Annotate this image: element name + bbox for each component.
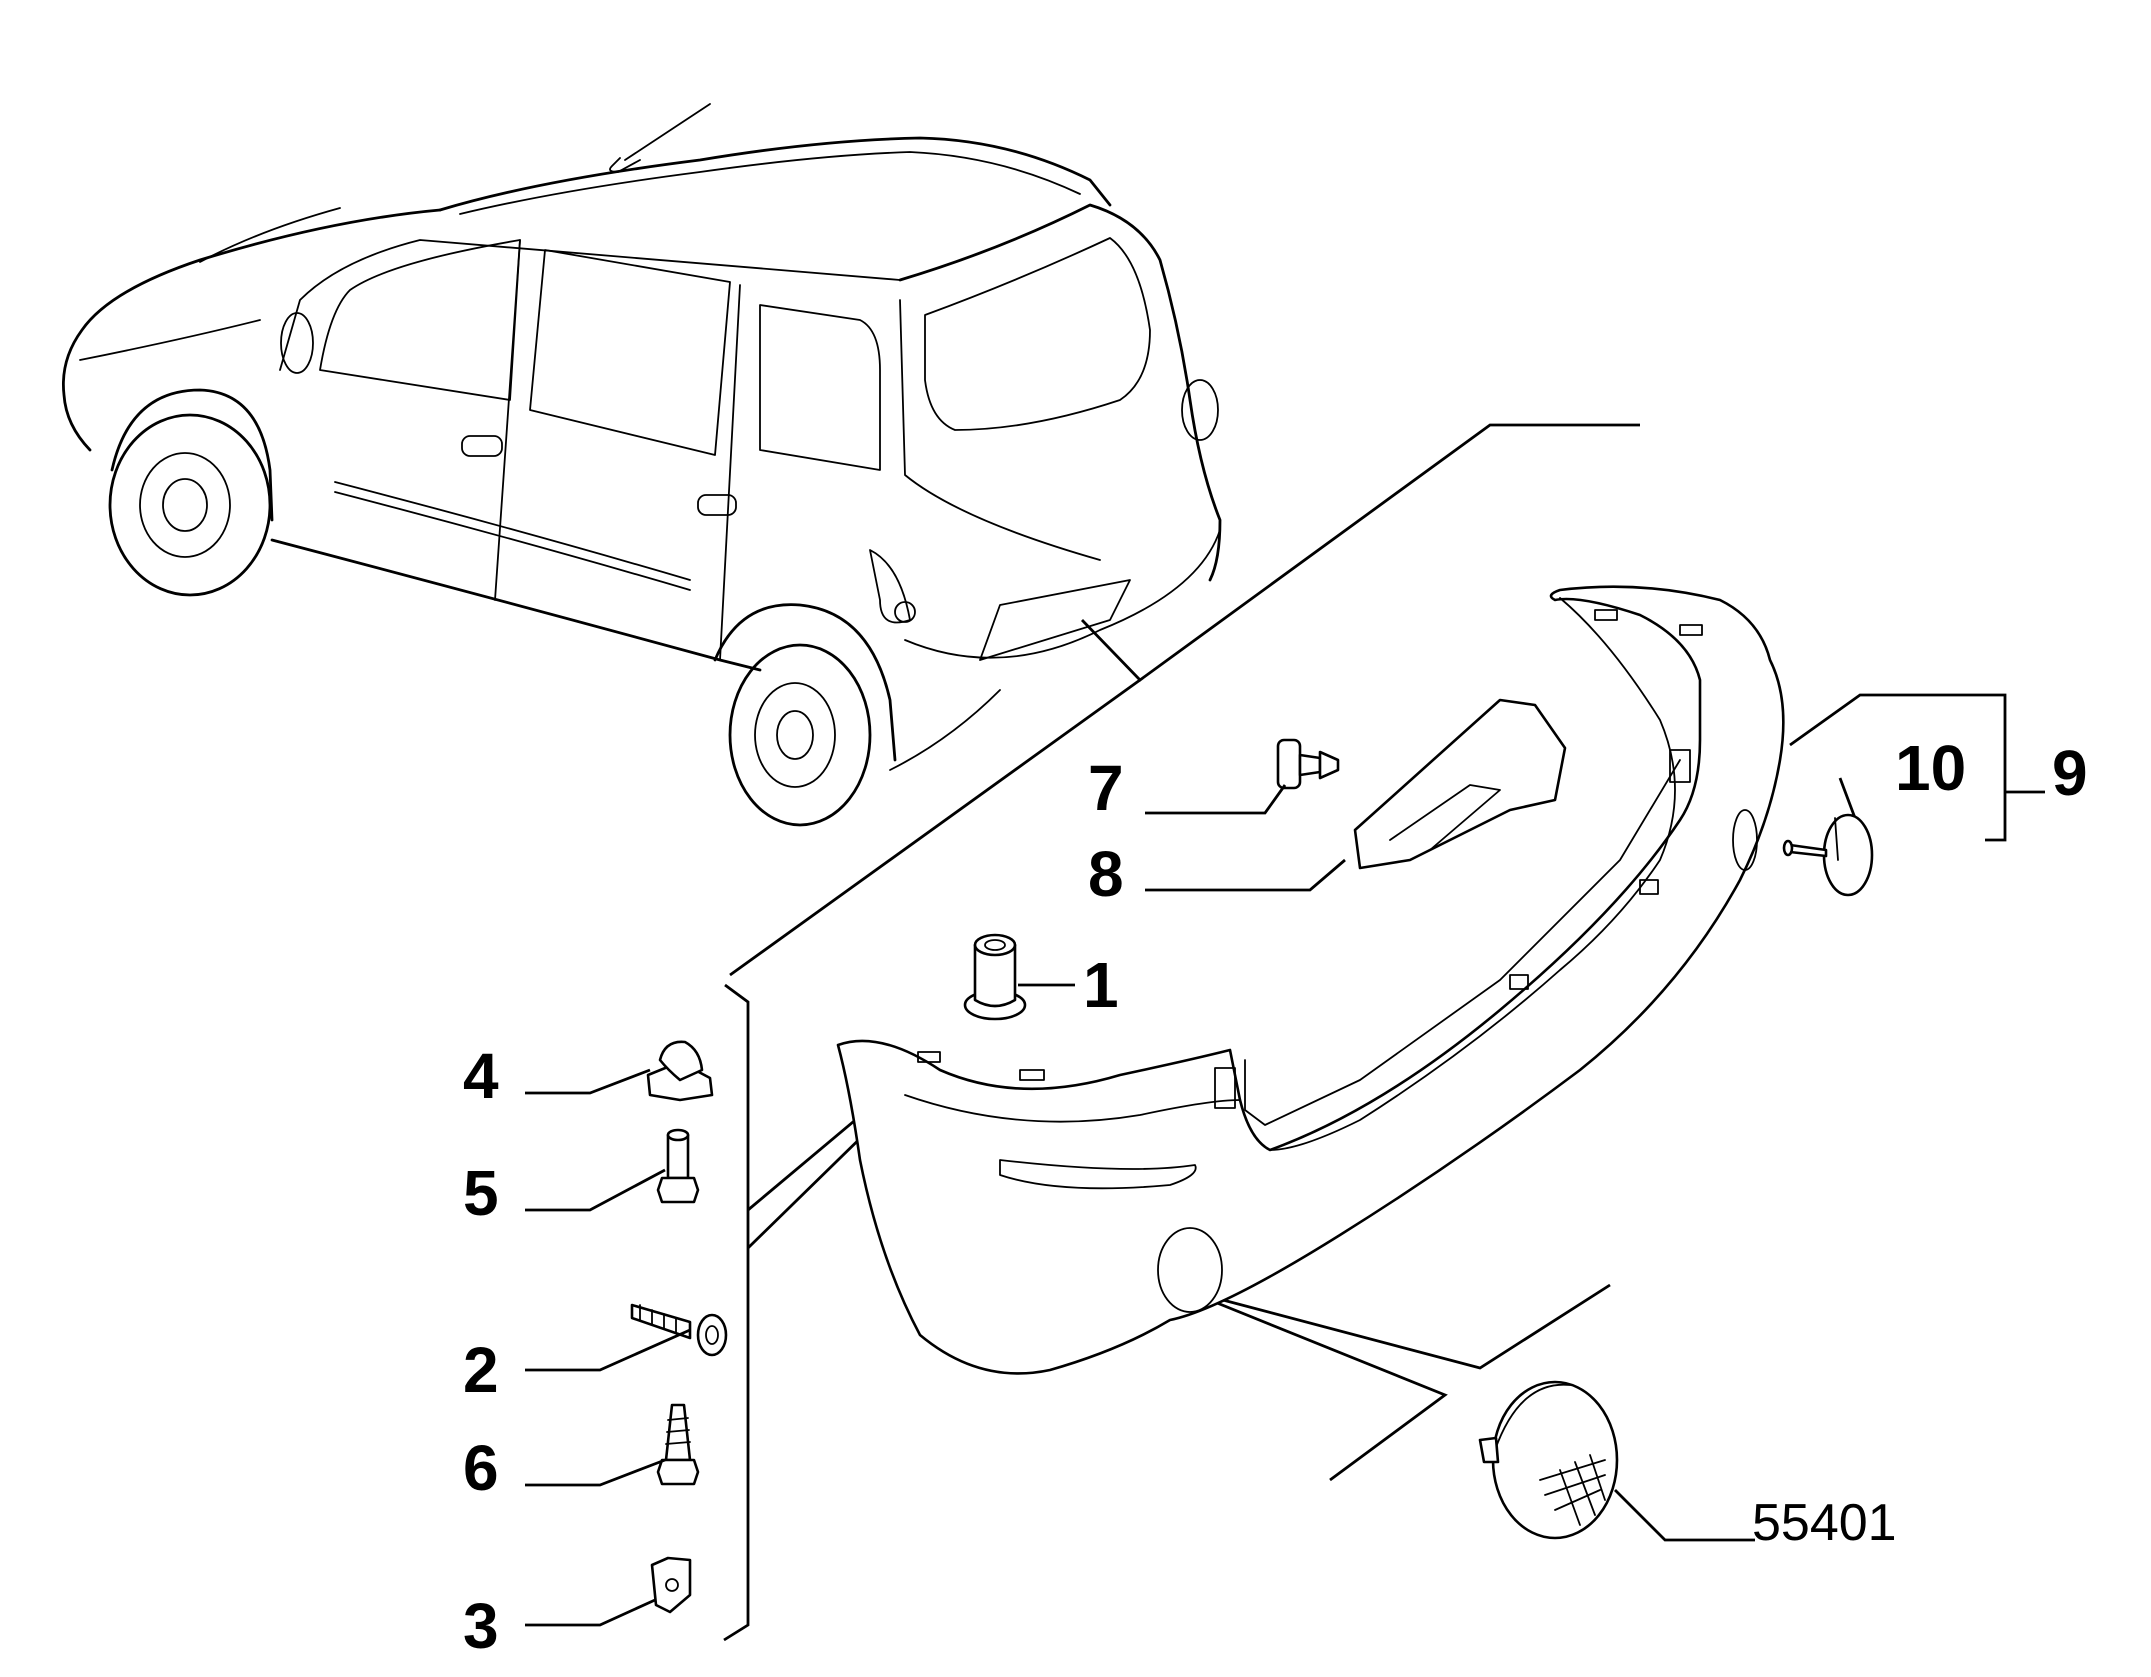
screw	[630, 1303, 728, 1357]
callout-labels: 1 2 3 4 5 6 7 8 9 10 55401	[463, 732, 2088, 1662]
callout-6: 6	[463, 1432, 499, 1504]
fog-light-lens	[1478, 1380, 1619, 1540]
self-tapping-screw	[656, 1403, 700, 1486]
callout-2: 2	[463, 1334, 499, 1406]
reference-number: 55401	[1752, 1494, 1897, 1552]
callout-9: 9	[2052, 737, 2088, 809]
push-fastener	[1276, 738, 1340, 790]
rivet-nut	[963, 933, 1027, 1021]
callout-1: 1	[1083, 949, 1119, 1021]
bolt	[656, 1128, 700, 1204]
speed-nut	[650, 1556, 692, 1614]
callout-10: 10	[1895, 732, 1966, 804]
callout-4: 4	[463, 1040, 499, 1112]
bumper-bracket	[1353, 698, 1567, 870]
callout-7: 7	[1088, 752, 1124, 824]
callout-3: 3	[463, 1590, 499, 1662]
rear-bumper	[836, 585, 1785, 1375]
clip	[646, 1040, 714, 1102]
callout-leaders	[525, 784, 1346, 1627]
callout-8: 8	[1088, 838, 1124, 910]
callout-5: 5	[463, 1157, 499, 1229]
vehicle-illustration	[62, 103, 1222, 827]
leader-lines	[723, 423, 2045, 1642]
tow-hook-cover-cap	[1782, 813, 1874, 897]
